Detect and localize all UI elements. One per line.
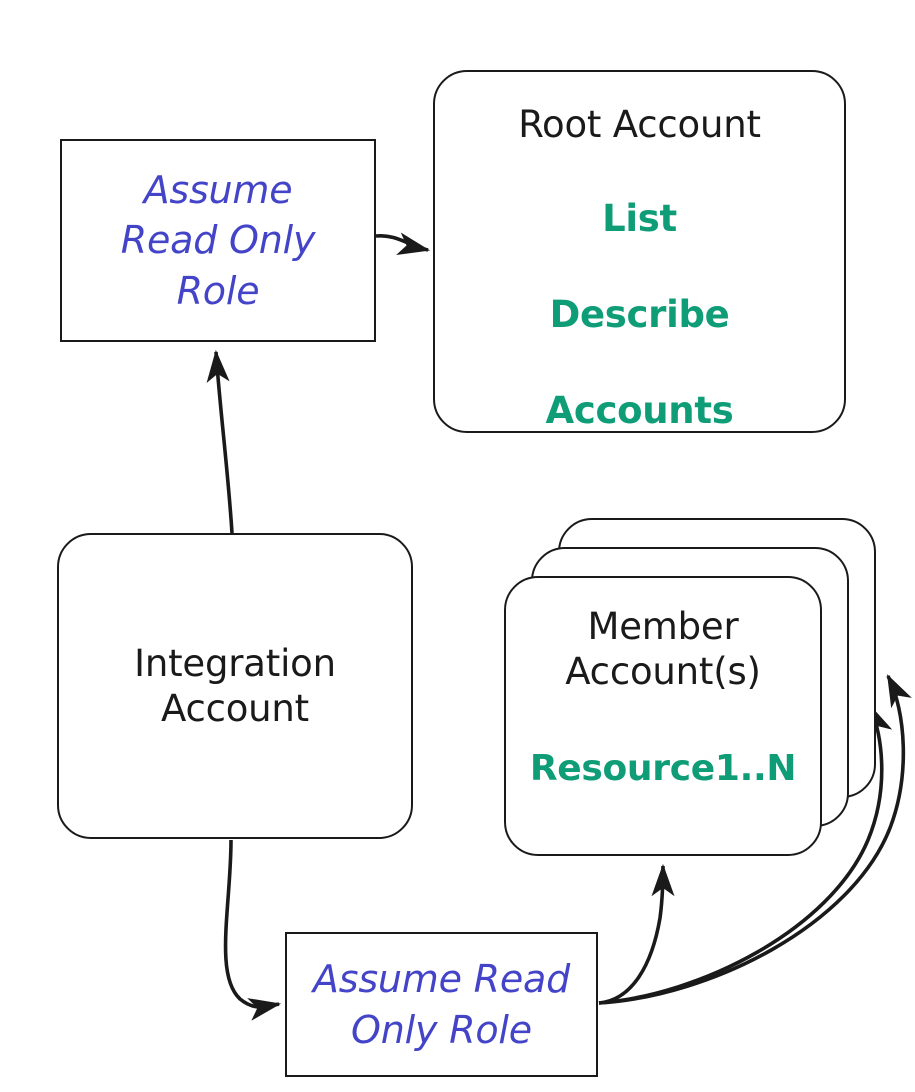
edge-integration-to-role-top	[206, 349, 234, 534]
root-account-title: Root Account	[518, 103, 761, 146]
member-account-resource-label: Resource1..N	[529, 748, 797, 790]
member-account-title-line-2: Account(s)	[565, 650, 761, 694]
role-top-line-3: Role	[176, 268, 260, 313]
root-account-action-line-1: List	[602, 197, 677, 241]
role-top-line-2: Read Only	[120, 218, 316, 263]
integration-account-title-line-2: Account	[161, 687, 309, 730]
assume-read-only-role-box-top[interactable]: Assume Read Only Role	[60, 139, 376, 342]
root-account-node[interactable]: Root Account List Describe Accounts	[433, 70, 846, 433]
edge-integration-to-role-bottom	[223, 839, 282, 1021]
member-account-card-front[interactable]: Member Account(s) Resource1..N	[504, 576, 822, 856]
root-account-action-line-3: Accounts	[545, 389, 734, 433]
edge-role-top-to-root-account	[375, 232, 431, 256]
integration-account-title-line-1: Integration	[134, 641, 336, 685]
role-bottom-line-1: Assume Read	[312, 957, 571, 1002]
role-bottom-line-2: Only Role	[351, 1007, 532, 1052]
member-account-title-line-1: Member	[587, 605, 739, 648]
role-top-line-1: Assume	[143, 168, 293, 213]
integration-account-node[interactable]: Integration Account	[57, 533, 413, 839]
assume-read-only-role-box-bottom[interactable]: Assume Read Only Role	[285, 932, 598, 1077]
edge-role-bottom-to-member-front	[598, 863, 675, 1005]
root-account-action-line-2: Describe	[549, 293, 730, 337]
